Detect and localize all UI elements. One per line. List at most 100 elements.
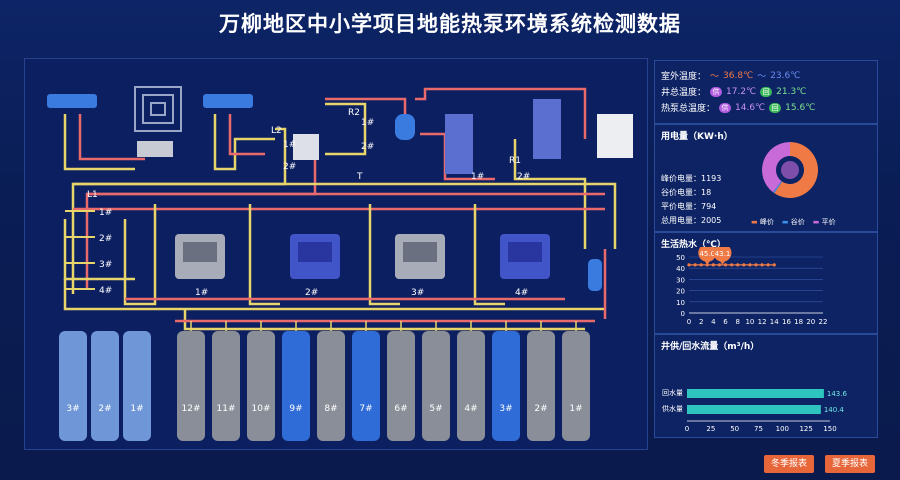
y-tick-label: 30 — [676, 276, 685, 284]
tank-label: 3# — [499, 404, 512, 414]
data-point — [736, 263, 740, 267]
x-tick-label: 8 — [735, 318, 739, 326]
label-t: T — [356, 172, 363, 182]
water-tank — [247, 331, 275, 441]
well-supply: 17.2℃ — [726, 86, 757, 97]
water-tank — [177, 331, 205, 441]
power-legend: ▬ 峰价 ▬ 谷价 ▬ 平价 — [751, 217, 836, 227]
tank-label: 4# — [464, 404, 477, 414]
y-tick-label: 0 — [681, 310, 685, 318]
pipe — [183, 309, 585, 331]
annotation-label: 43.1 — [715, 250, 731, 258]
valve-label: 1# — [283, 140, 296, 150]
well-label: 井总温度： — [661, 88, 707, 98]
data-point — [705, 263, 709, 267]
pipe — [63, 114, 135, 171]
water-tank — [492, 331, 520, 441]
water-tank — [527, 331, 555, 441]
pie-slice-谷价 — [772, 181, 783, 194]
pipe — [325, 102, 367, 156]
label-l1: L1 — [87, 190, 98, 200]
high-temp-icon: 〜 — [710, 72, 720, 82]
legend-valley: ▬ 谷价 — [781, 218, 805, 226]
water-tank — [352, 331, 380, 441]
valve-label: 2# — [517, 172, 530, 182]
tank-label: 2# — [534, 404, 547, 414]
tank-label: 1# — [130, 404, 143, 414]
x-tick-label: 4 — [711, 318, 716, 326]
bar — [687, 405, 821, 414]
valve-label: 1# — [99, 208, 112, 218]
water-tank — [562, 331, 590, 441]
valve-label: 3# — [99, 260, 112, 270]
data-point — [699, 263, 703, 267]
water-tank — [123, 331, 151, 441]
x-tick-label: 6 — [723, 318, 728, 326]
pipe — [248, 204, 280, 306]
x-tick-label: 10 — [745, 318, 754, 326]
outdoor-label: 室外温度： — [661, 72, 707, 82]
water-tank — [317, 331, 345, 441]
heat-pump-3 — [395, 234, 445, 279]
power-title: 用电量（KW·h） — [661, 132, 733, 142]
outdoor-high: 36.8℃ — [723, 70, 754, 81]
summer-report-button[interactable]: 夏季报表 — [825, 455, 876, 473]
plate-exchanger-2 — [533, 99, 561, 159]
return-badge: 回 — [769, 102, 782, 113]
water-tank — [422, 331, 450, 441]
data-point — [754, 263, 758, 267]
water-tank — [212, 331, 240, 441]
return-badge: 回 — [760, 86, 773, 97]
pump-label: 2# — [305, 288, 318, 298]
power-panel: 用电量（KW·h） 峰价电量：1193 谷价电量：18 平价电量：794 总用电… — [654, 124, 878, 232]
x-tick-label: 150 — [823, 425, 836, 433]
x-tick-label: 18 — [794, 318, 803, 326]
manifold-left — [47, 94, 97, 108]
data-point — [760, 263, 764, 267]
pump-label: 4# — [515, 288, 528, 298]
heat-pump-1 — [175, 234, 225, 279]
water-tank — [282, 331, 310, 441]
x-tick-label: 125 — [799, 425, 812, 433]
fan-coil — [137, 141, 173, 157]
water-tank — [457, 331, 485, 441]
tank-label: 9# — [289, 404, 302, 414]
pump-label: 1# — [195, 288, 208, 298]
heat-pump-2 — [290, 234, 340, 279]
bar — [687, 389, 824, 398]
pump-label: 3# — [411, 288, 424, 298]
annotation-pointer — [703, 258, 712, 265]
pipe — [228, 114, 265, 156]
category-label: 回水量 — [662, 388, 683, 397]
well-return: 21.3℃ — [776, 86, 807, 97]
peak-power: 峰价电量：1193 — [661, 174, 722, 183]
tank-label: 3# — [66, 404, 79, 414]
waterflow-title: 井供/回水流量（m³/h） — [661, 342, 760, 352]
valve-label: 1# — [471, 172, 484, 182]
x-tick-label: 0 — [687, 318, 691, 326]
tank-label: 6# — [394, 404, 407, 414]
tank-label: 2# — [98, 404, 111, 414]
power-donut — [762, 142, 818, 198]
data-point — [687, 263, 691, 267]
pie-slice-平价 — [762, 142, 790, 193]
annotation-bubble — [713, 247, 732, 262]
data-point — [730, 263, 734, 267]
data-point — [693, 263, 697, 267]
y-tick-label: 20 — [676, 288, 685, 296]
system-diagram: 3#2#1#12#11#10#9#8#7#6#5#4#3#2#1# L2 R2 … — [24, 58, 648, 450]
y-tick-label: 40 — [676, 265, 685, 273]
pump-supply: 14.6℃ — [735, 102, 766, 113]
pipe — [78, 114, 145, 161]
x-tick-label: 50 — [730, 425, 739, 433]
category-label: 供水量 — [662, 404, 683, 413]
manifold-right — [203, 94, 253, 108]
tank-label: 11# — [217, 404, 236, 414]
data-point — [723, 263, 728, 267]
tank-label: 10# — [252, 404, 271, 414]
annotation-label: 45.0 — [699, 250, 715, 258]
winter-report-button[interactable]: 冬季报表 — [764, 455, 815, 473]
plate-exchanger-1 — [445, 114, 473, 174]
